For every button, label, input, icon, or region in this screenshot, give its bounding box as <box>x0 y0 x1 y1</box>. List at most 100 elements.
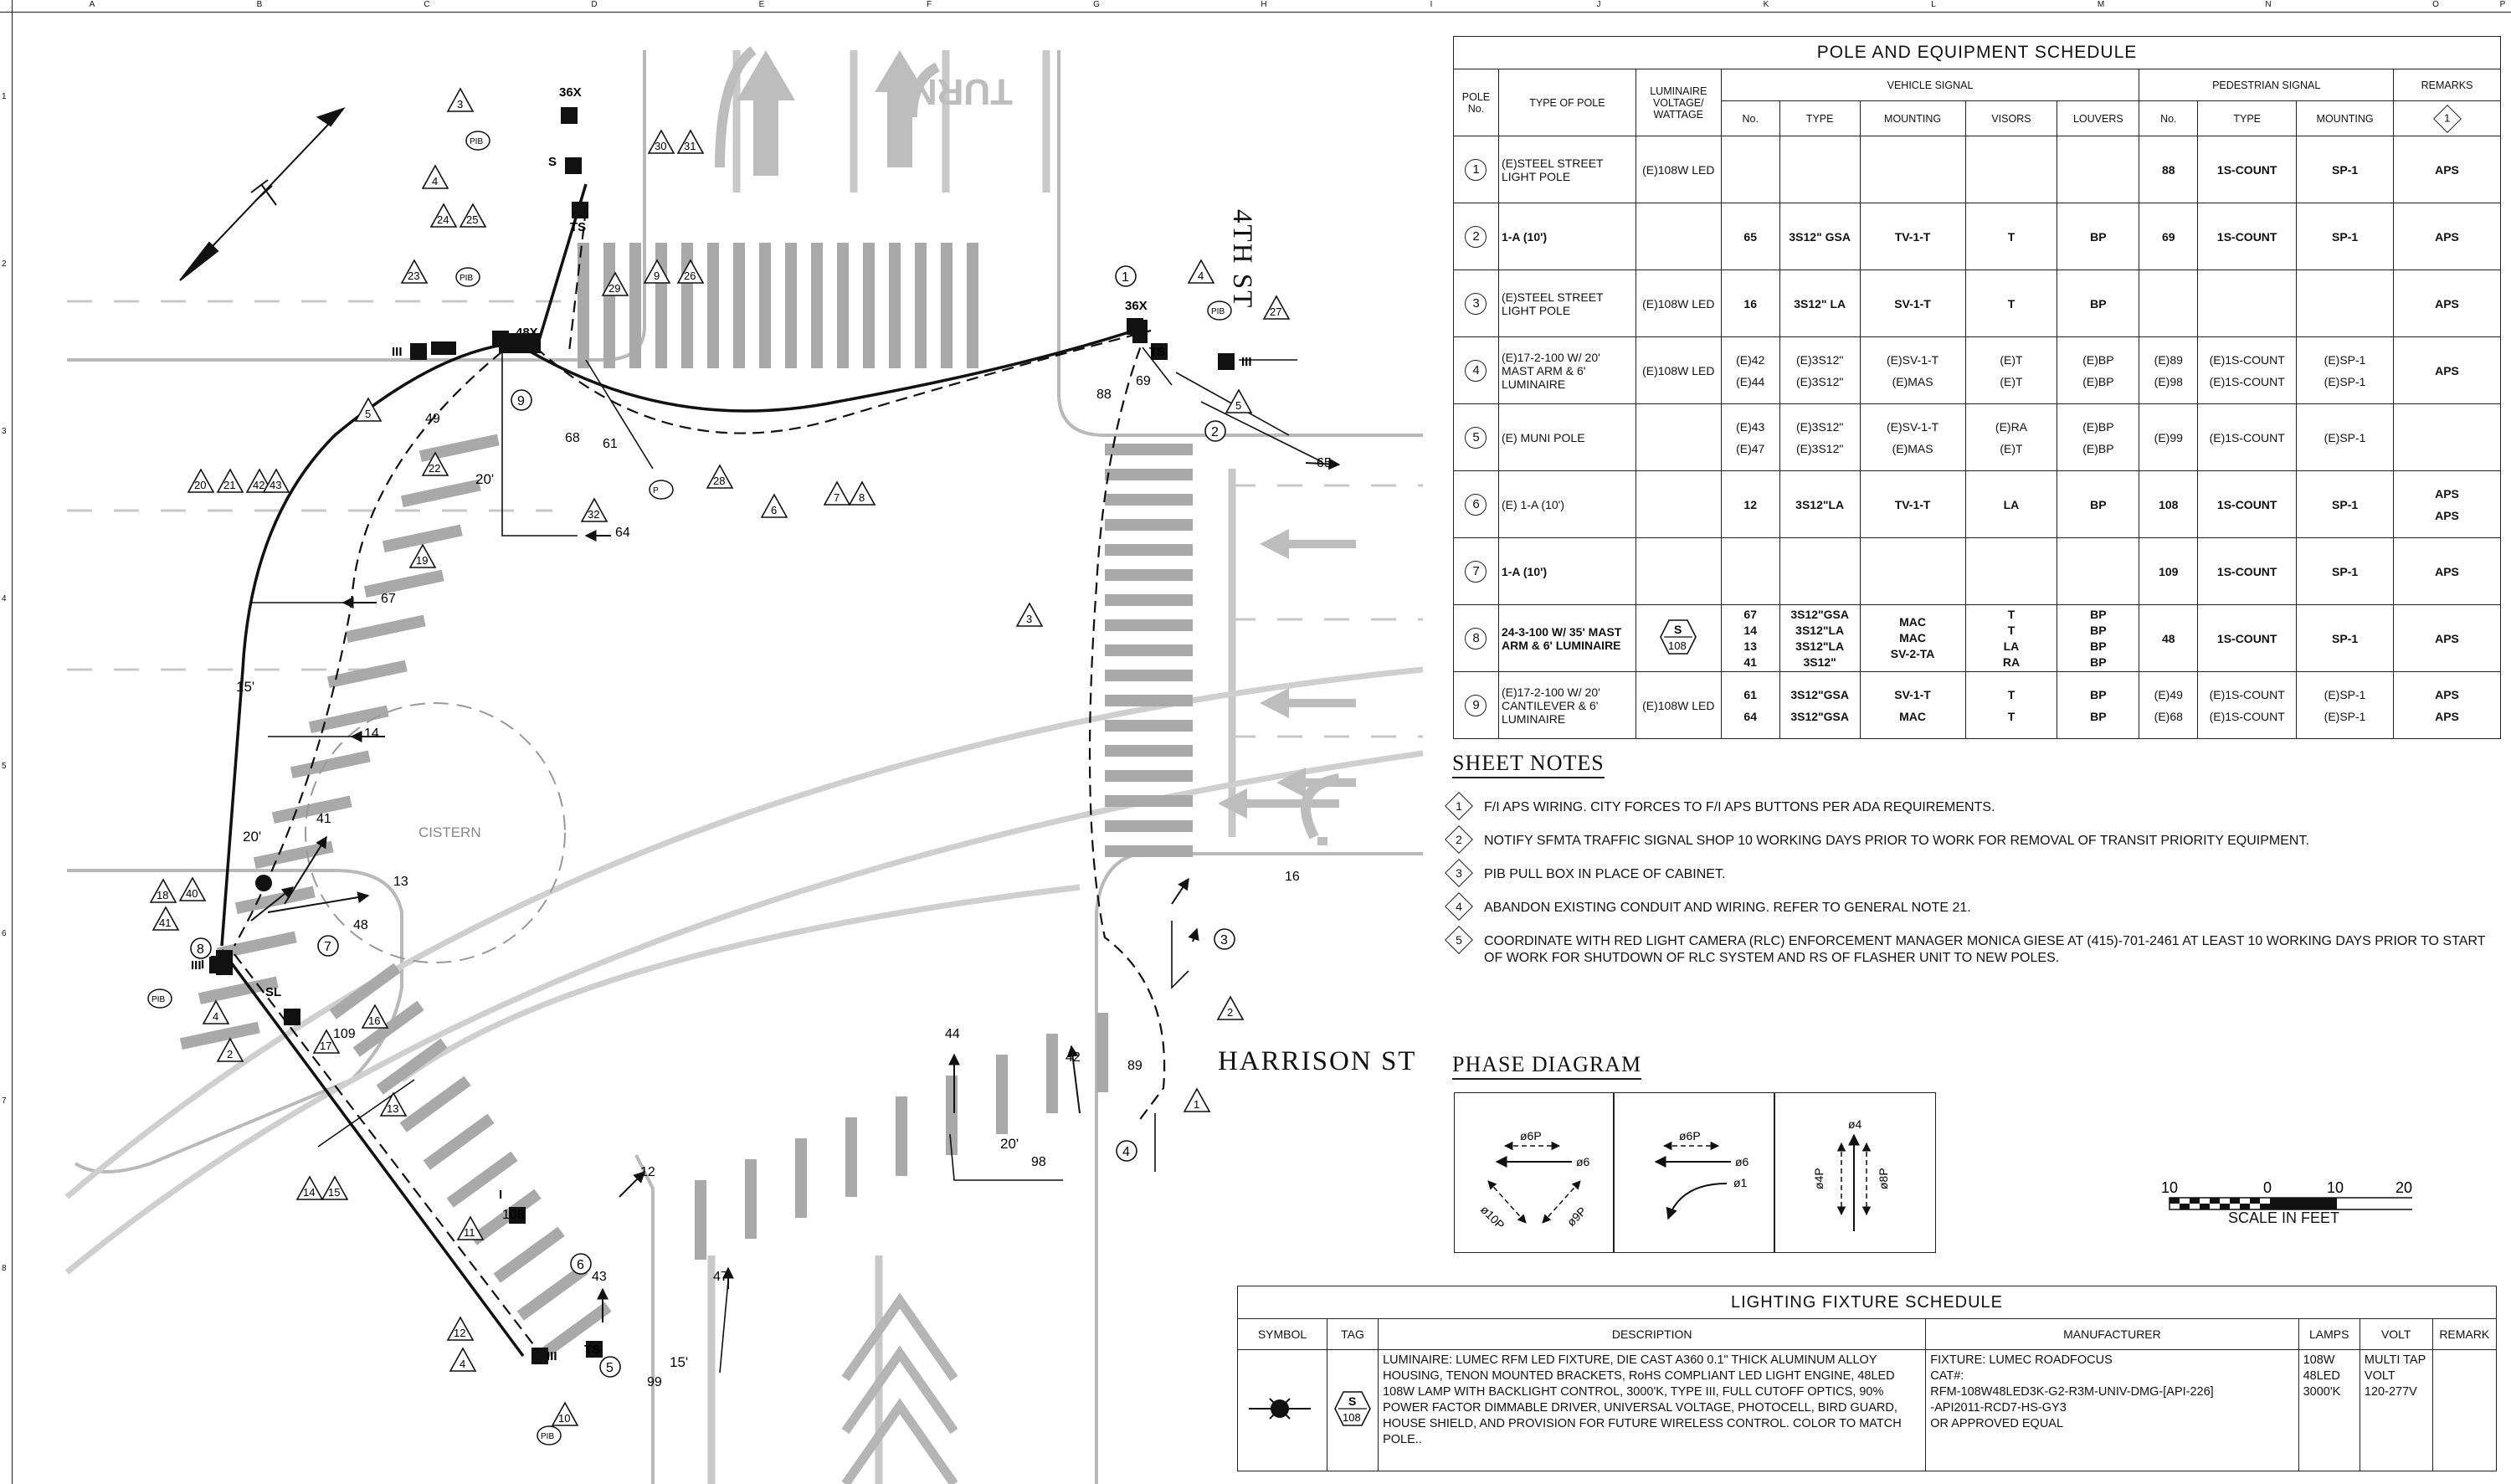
equipment-box <box>1151 343 1168 360</box>
fourth-st-label: 4TH ST <box>1227 209 1257 310</box>
vehicle-no-cell: (E)42(E)44 <box>1720 336 1780 404</box>
signal-label: 65 <box>1317 456 1332 470</box>
vehicle-type-cell: 3S12"LA <box>1779 470 1861 538</box>
note-triangle-label: 15 <box>328 1186 340 1199</box>
pole-row: 8 24-3-100 W/ 35' MAST ARM & 6' LUMINAIRE… <box>1453 604 2501 672</box>
signal-label: 69 <box>1136 374 1151 388</box>
conduit-thin <box>251 335 1323 1374</box>
pull-box-oval <box>537 1425 562 1445</box>
equipment-label: P <box>653 486 659 496</box>
scale-tick-2: 0 <box>2263 1179 2272 1196</box>
note-triangle-icon <box>151 906 180 931</box>
ped-mounting-cell: (E)SP-1(E)SP-1 <box>2296 336 2395 404</box>
note-triangle-icon <box>456 1215 485 1240</box>
note-triangle-icon <box>601 271 629 296</box>
note-triangle-icon <box>400 259 429 284</box>
ped-mounting-cell: SP-1 <box>2296 203 2395 270</box>
svg-text:108: 108 <box>1668 639 1687 652</box>
signal-label: 48 <box>353 918 368 932</box>
note-triangle-icon <box>421 451 449 476</box>
tag-bottom: 108 <box>1343 1411 1361 1424</box>
column-marker: A <box>89 0 95 9</box>
sheet-note-text: COORDINATE WITH RED LIGHT CAMERA (RLC) E… <box>1484 934 2486 965</box>
dimension-label: 15' <box>670 1354 688 1370</box>
note-triangle-icon <box>1216 995 1245 1020</box>
lane-lines <box>67 300 1423 738</box>
signal-label: 89 <box>1127 1059 1143 1073</box>
crosswalk-stripe <box>695 1180 706 1260</box>
fixture-tag-cell: S 108 <box>1326 1349 1379 1471</box>
pole-circle-icon: 8 <box>1465 627 1487 650</box>
crosswalk-stripe <box>363 569 444 598</box>
ped-type-cell: 1S-COUNT <box>2197 537 2298 605</box>
signal-label: 12 <box>640 1165 655 1179</box>
pole-type-cell: 24-3-100 W/ 35' MAST ARM & 6' LUMINAIRE <box>1497 604 1636 672</box>
remarks-cell: APS <box>2393 270 2501 337</box>
vehicle-no-cell: (E)43(E)47 <box>1720 403 1780 471</box>
vehicle-type-cell: 3S12" GSA <box>1779 203 1861 270</box>
visors-cell: LA <box>1964 470 2058 538</box>
signal-label: 109 <box>333 1027 356 1041</box>
column-marker: P <box>2499 0 2506 9</box>
note-triangle-icon <box>760 493 788 518</box>
crosswalk-stripe <box>198 976 279 1005</box>
p3-c: ø8P <box>1877 1168 1890 1189</box>
signal-label: 44 <box>945 1027 960 1041</box>
hdr-ped-type: TYPE <box>2197 100 2298 136</box>
crosswalk-stripe <box>795 1138 807 1218</box>
hdr-visors: VISORS <box>1964 100 2058 136</box>
louvers-cell: BP <box>2057 270 2140 337</box>
p1-d: ø9P <box>1564 1204 1589 1229</box>
lhdr-symbol: SYMBOL <box>1237 1318 1327 1350</box>
note-triangle-label: 5 <box>1235 399 1241 412</box>
note-triangle-label: 14 <box>303 1186 315 1199</box>
lhdr-remark: REMARK <box>2431 1318 2498 1350</box>
pole-circle-icon: 1 <box>1465 158 1487 181</box>
mast-arm-bar <box>216 950 233 975</box>
ped-no-cell: 88 <box>2139 136 2199 203</box>
note-triangle-icon <box>1183 1087 1211 1112</box>
column-marker: H <box>1261 0 1267 9</box>
dimension-labels: 20'15'20'20'15' <box>236 471 1019 1370</box>
scale-bar-graphic: 10 0 10 20 <box>2161 1179 2421 1210</box>
equipment-box <box>565 157 582 174</box>
fixture-remark <box>2431 1349 2498 1471</box>
pole-circle-icon: 9 <box>1465 694 1487 716</box>
column-marker: O <box>2432 0 2439 9</box>
crosswalk-stripe <box>863 243 875 368</box>
cistern-label: CISTERN <box>418 824 481 840</box>
vehicle-mounting-cell <box>1859 537 1966 605</box>
note-diamond-icon: 2 <box>1445 825 1473 854</box>
tag-top: S <box>1348 1394 1356 1408</box>
phase-diagram-title: PHASE DIAGRAM <box>1452 1052 1642 1080</box>
ped-type-cell: (E)1S-COUNT <box>2197 403 2298 471</box>
ped-no-cell: 69 <box>2139 203 2199 270</box>
hdr-mounting: MOUNTING <box>1859 100 1966 136</box>
equipment-label: PIB <box>151 995 165 1004</box>
equipment-label: 36X <box>559 85 582 100</box>
sheet-note-text: NOTIFY SFMTA TRAFFIC SIGNAL SHOP 10 WORK… <box>1484 834 2309 848</box>
pole-circle <box>599 1356 621 1378</box>
note-triangle-label: 4 <box>432 175 438 187</box>
signal-label: 98 <box>1031 1155 1046 1169</box>
phase-box-2: ø6P ø6 ø1 <box>1613 1092 1775 1253</box>
note-triangle-icon <box>1225 388 1253 413</box>
luminaire-cell: (E)108W LED <box>1635 671 1722 739</box>
intersection-plan: TURN CISTERN <box>64 46 1424 1484</box>
signal-label: 99 <box>647 1375 662 1389</box>
dimension-label: 15' <box>236 679 254 695</box>
luminaire-cell: (E)108W LED <box>1635 270 1722 337</box>
conduit-dashed <box>234 208 1166 1348</box>
chevron-hatch <box>841 1292 958 1484</box>
column-marker: J <box>1596 0 1601 9</box>
pole-number-cell: 4 <box>1453 336 1499 404</box>
crosswalk-stripe <box>811 243 823 368</box>
pole-number: 8 <box>197 942 204 957</box>
equipment-label: III <box>392 345 403 359</box>
visors-cell: (E)RA(E)T <box>1964 403 2058 471</box>
